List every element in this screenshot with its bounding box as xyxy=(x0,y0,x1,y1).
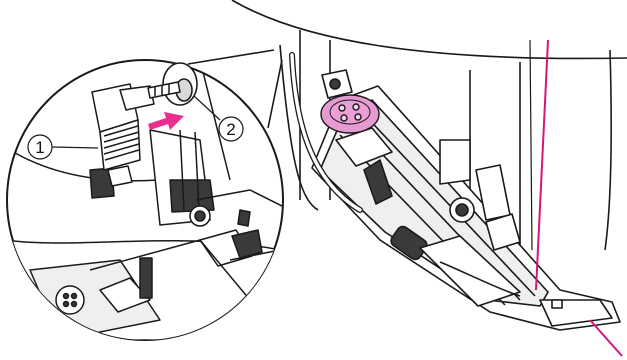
callout-2-label: 2 xyxy=(226,120,235,139)
callout-1-label: 1 xyxy=(35,138,44,157)
magnified-inset xyxy=(0,60,290,340)
button xyxy=(321,95,379,133)
